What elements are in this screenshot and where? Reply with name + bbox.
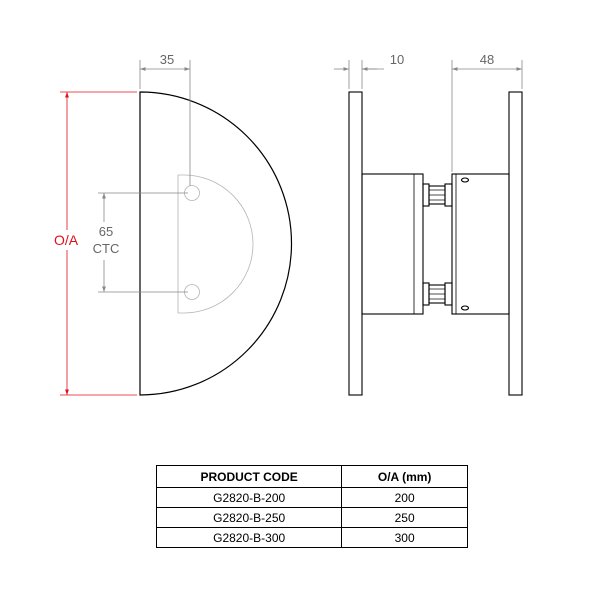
table-row: G2820-B-300 300 — [155, 527, 468, 548]
header-oa-mm: O/A (mm) — [341, 465, 468, 488]
product-table: PRODUCT CODE O/A (mm) G2820-B-200 200 G2… — [155, 465, 468, 548]
grub-screw-top — [460, 177, 470, 183]
dimension-hole-spacing: 65 CTC — [86, 192, 188, 293]
dim-ctc-label: CTC — [93, 241, 120, 256]
cell-oa: 300 — [341, 527, 468, 548]
dim-oa-label: O/A — [54, 232, 79, 248]
inner-mounting-plate — [177, 174, 254, 314]
dimension-standoff-depth: 48 — [451, 52, 523, 172]
left-standoff-block — [361, 173, 424, 315]
grub-screw-bottom — [460, 305, 470, 311]
right-handle-plate — [508, 91, 523, 396]
table-row: G2820-B-250 250 — [155, 507, 468, 528]
dimension-plate-thickness: 10 — [334, 52, 404, 89]
dim-10-label: 10 — [390, 52, 404, 67]
header-product-code: PRODUCT CODE — [155, 465, 343, 488]
side-view — [348, 91, 523, 396]
connecting-bolt-bottom — [422, 282, 453, 306]
right-standoff-block — [451, 173, 510, 315]
technical-drawing: 35 65 CTC O/A — [48, 52, 523, 396]
cell-oa: 200 — [341, 487, 468, 508]
dim-35-label: 35 — [160, 52, 174, 67]
table-header-row: PRODUCT CODE O/A (mm) — [155, 465, 468, 488]
half-round-handle-outline — [139, 91, 293, 396]
cell-product-code: G2820-B-300 — [155, 527, 343, 548]
cell-oa: 250 — [341, 507, 468, 528]
dimension-overall: O/A — [48, 91, 137, 396]
left-handle-plate — [348, 91, 363, 396]
cell-product-code: G2820-B-200 — [155, 487, 343, 508]
table-row: G2820-B-200 200 — [155, 487, 468, 508]
front-view — [139, 91, 293, 396]
dimension-top-width: 35 — [139, 52, 191, 186]
dim-48-label: 48 — [480, 52, 494, 67]
cell-product-code: G2820-B-250 — [155, 507, 343, 528]
connecting-bolt-top — [422, 183, 453, 207]
dim-65-label: 65 — [99, 224, 113, 239]
